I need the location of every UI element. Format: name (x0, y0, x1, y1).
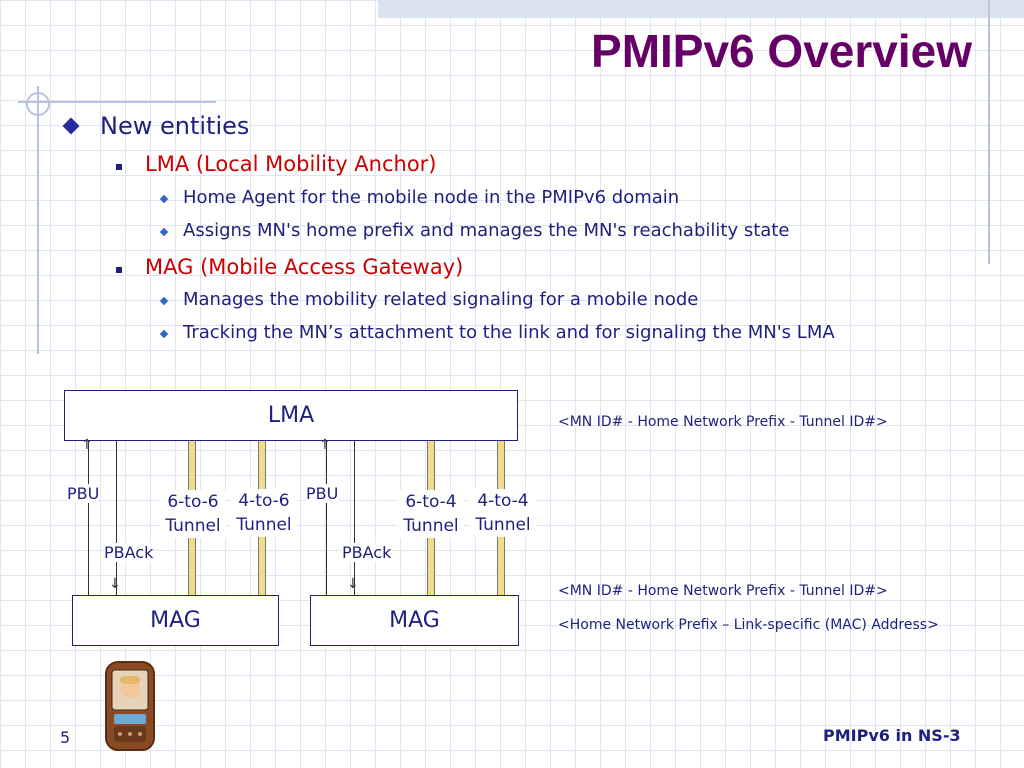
mag-binding-note-2: <Home Network Prefix – Link-specific (MA… (558, 617, 939, 633)
bullet-lma-heading: LMA (Local Mobility Anchor) (145, 152, 437, 176)
arrow-up-icon: ↑ (81, 437, 93, 453)
arrow-down-icon: ↓ (347, 576, 359, 592)
tunnel-label-line1: 6-to-4 (405, 492, 457, 512)
footer-title: PMIPv6 in NS-3 (823, 726, 961, 745)
tunnel-label-line1: 4-to-6 (238, 491, 290, 511)
bullet-new-entities: New entities (100, 112, 250, 140)
pbu-line-right (326, 441, 327, 595)
lma-binding-note: <MN ID# - Home Network Prefix - Tunnel I… (558, 414, 888, 430)
decor-line-right (988, 0, 990, 264)
tunnel-label-6to6: 6-to-6 Tunnel (160, 490, 226, 538)
mag-box-right: MAG (310, 595, 519, 646)
decor-circle (26, 92, 50, 116)
mag-binding-note-1: <MN ID# - Home Network Prefix - Tunnel I… (558, 583, 888, 599)
pbu-label-right: PBU (306, 484, 339, 503)
bullet-lma-item-1: Home Agent for the mobile node in the PM… (183, 187, 680, 208)
pbu-label-left: PBU (67, 484, 100, 503)
bullet-mag-item-1: Manages the mobility related signaling f… (183, 289, 699, 310)
bullet-small-diamond-icon (159, 296, 169, 306)
tunnel-label-line2: Tunnel (236, 515, 292, 535)
tunnel-label-line2: Tunnel (165, 516, 221, 536)
tunnel-label-line2: Tunnel (475, 515, 531, 535)
page-number: 5 (60, 728, 71, 747)
lma-box: LMA (64, 390, 518, 441)
decor-line-left (37, 86, 39, 354)
bullet-mag-item-2: Tracking the MN’s attachment to the link… (183, 322, 835, 343)
bullet-lma-item-2: Assigns MN's home prefix and manages the… (183, 220, 790, 241)
tunnel-label-4to4: 4-to-4 Tunnel (470, 489, 536, 537)
bullet-square-icon (116, 267, 122, 273)
decor-line-top (18, 101, 216, 103)
page-title: PMIPv6 Overview (591, 25, 972, 77)
pbu-line-left (88, 441, 89, 595)
mag-label-left: MAG (150, 608, 201, 633)
mobile-phone-icon (105, 661, 155, 751)
bullet-diamond-icon (62, 117, 80, 135)
bullet-small-diamond-icon (159, 227, 169, 237)
arrow-up-icon: ↑ (319, 437, 331, 453)
lma-label: LMA (267, 403, 315, 428)
bullet-small-diamond-icon (159, 194, 169, 204)
pback-line-right (354, 441, 355, 595)
mag-label-right: MAG (389, 608, 440, 633)
bullet-square-icon (116, 164, 122, 170)
tunnel-label-line2: Tunnel (403, 516, 459, 536)
top-decor-band (378, 0, 1024, 18)
arrow-down-icon: ↓ (109, 576, 121, 592)
pback-label-right: PBAck (342, 543, 392, 562)
pback-label-left: PBAck (104, 543, 154, 562)
tunnel-label-6to4: 6-to-4 Tunnel (398, 490, 464, 538)
tunnel-label-line1: 4-to-4 (477, 491, 529, 511)
bullet-small-diamond-icon (159, 329, 169, 339)
pback-line-left (116, 441, 117, 595)
tunnel-label-4to6: 4-to-6 Tunnel (231, 489, 297, 537)
bullet-mag-heading: MAG (Mobile Access Gateway) (145, 255, 464, 279)
tunnel-label-line1: 6-to-6 (167, 492, 219, 512)
mag-box-left: MAG (72, 595, 279, 646)
